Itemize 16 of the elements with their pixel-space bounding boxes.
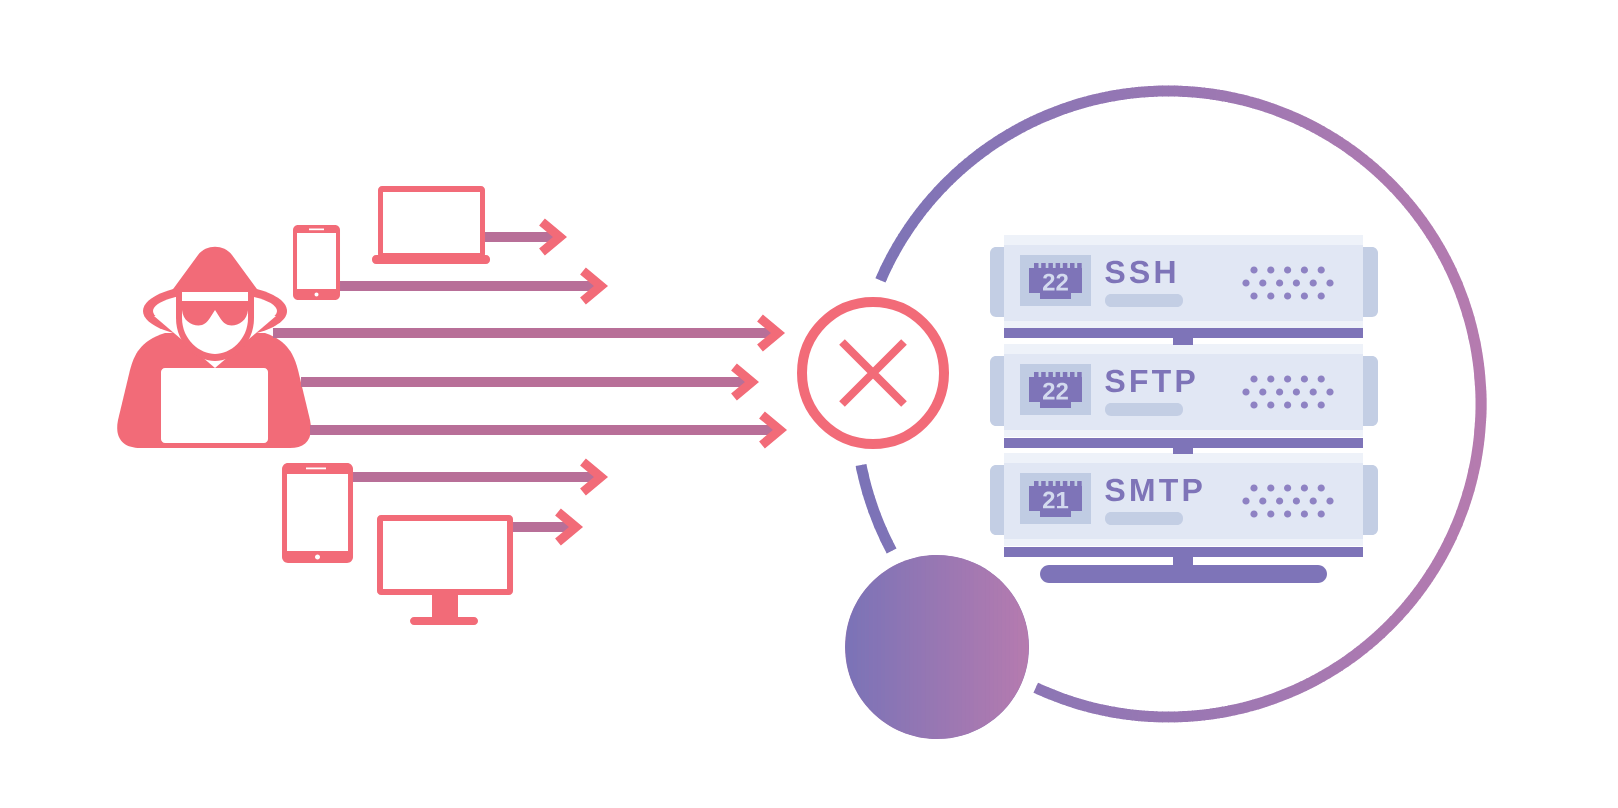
port-badge: 21 xyxy=(1020,473,1091,524)
gradient-circle xyxy=(845,555,1029,739)
blocked-sign xyxy=(797,297,949,449)
port-badge: 22 xyxy=(1020,255,1091,306)
laptop-icon xyxy=(372,186,490,264)
arrow xyxy=(353,458,608,496)
port-badge: 22 xyxy=(1020,364,1091,415)
tablet-icon xyxy=(282,463,353,563)
arrow xyxy=(485,218,567,256)
arrow xyxy=(301,363,759,401)
phone-icon xyxy=(293,225,340,300)
monitor-icon xyxy=(377,515,513,625)
hacker-figure xyxy=(117,246,311,448)
arrow xyxy=(273,314,785,352)
arrow xyxy=(310,411,787,449)
arrow xyxy=(340,267,608,305)
